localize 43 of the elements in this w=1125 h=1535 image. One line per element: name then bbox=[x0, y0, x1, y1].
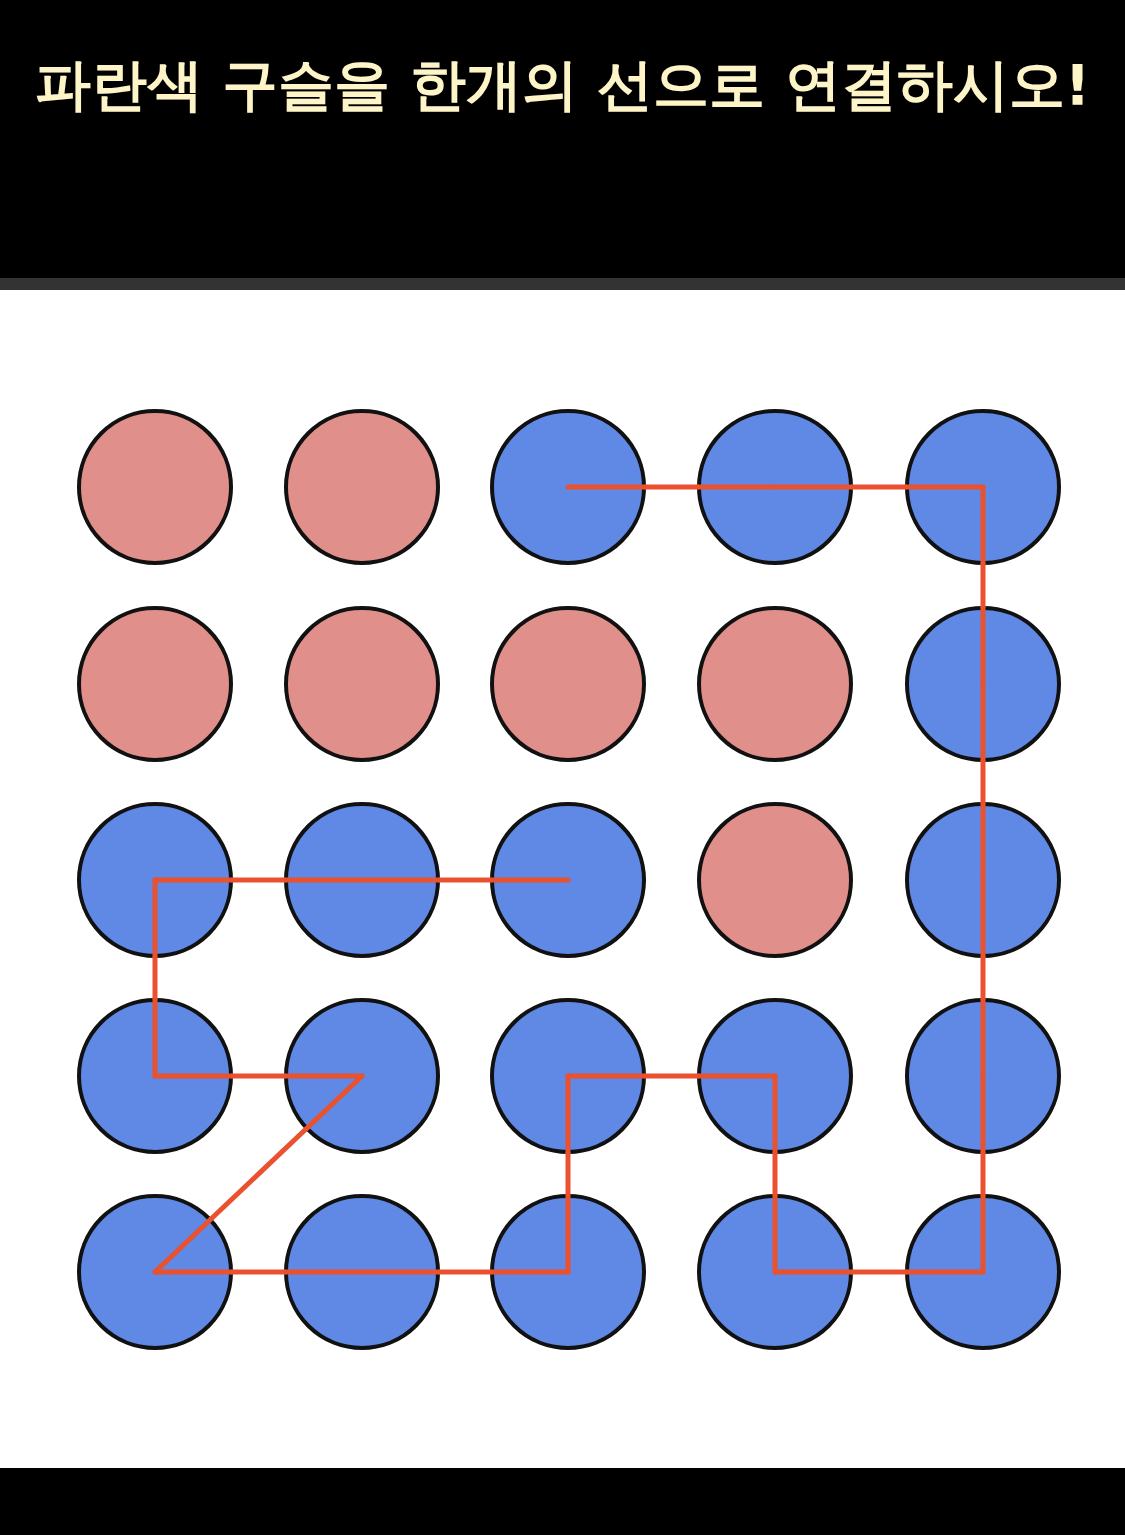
marble bbox=[488, 800, 648, 960]
drawn-line bbox=[231, 1073, 286, 1079]
drawn-line bbox=[980, 1152, 986, 1196]
marble bbox=[75, 800, 235, 960]
marble bbox=[695, 407, 855, 567]
drawn-line bbox=[231, 877, 286, 883]
drawn-line bbox=[980, 563, 986, 608]
drawn-line bbox=[208, 1126, 309, 1222]
marble bbox=[488, 1192, 648, 1352]
marble bbox=[282, 996, 442, 1156]
marble bbox=[75, 996, 235, 1156]
marble bbox=[488, 996, 648, 1156]
marble bbox=[695, 604, 855, 764]
marble bbox=[903, 1192, 1063, 1352]
drawn-line bbox=[438, 1269, 492, 1275]
drawn-line bbox=[438, 877, 492, 883]
marble bbox=[75, 1192, 235, 1352]
drawn-line bbox=[772, 1152, 778, 1196]
marble bbox=[75, 407, 235, 567]
title: 파란색 구슬을 한개의 선으로 연결하시오! bbox=[33, 51, 1092, 119]
drawn-line bbox=[851, 484, 907, 490]
marble bbox=[903, 604, 1063, 764]
drawn-line bbox=[980, 760, 986, 804]
marble bbox=[282, 800, 442, 960]
marble bbox=[903, 407, 1063, 567]
marble bbox=[903, 800, 1063, 960]
marble bbox=[695, 1192, 855, 1352]
marble bbox=[75, 604, 235, 764]
marble bbox=[282, 1192, 442, 1352]
drawn-line bbox=[851, 1269, 907, 1275]
marble bbox=[695, 800, 855, 960]
marble bbox=[282, 407, 442, 567]
marble bbox=[903, 996, 1063, 1156]
marble bbox=[488, 604, 648, 764]
marble bbox=[282, 604, 442, 764]
drawn-line bbox=[644, 1073, 699, 1079]
marble bbox=[695, 996, 855, 1156]
marble bbox=[488, 407, 648, 567]
drawn-line bbox=[152, 956, 158, 1000]
drawn-line bbox=[231, 1269, 286, 1275]
drawn-line bbox=[644, 484, 699, 490]
drawn-line bbox=[565, 1152, 571, 1196]
drawn-line bbox=[980, 956, 986, 1000]
